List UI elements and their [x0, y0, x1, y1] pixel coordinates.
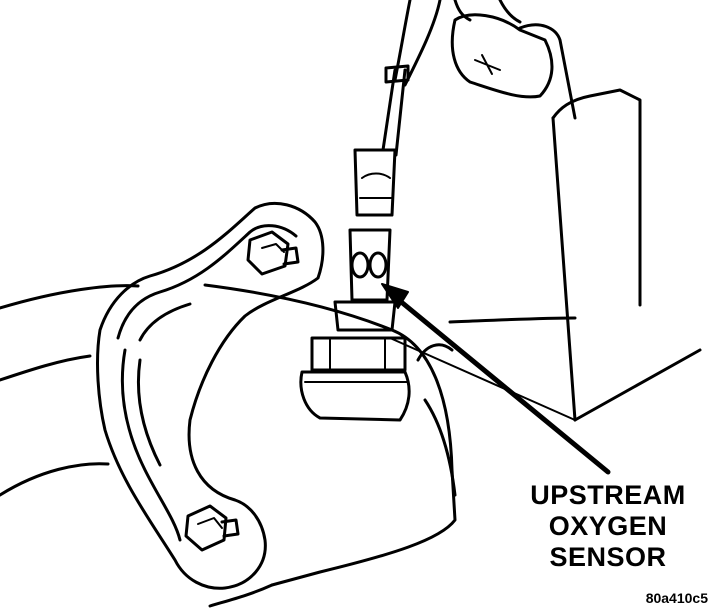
figure-id: 80a410c5	[645, 590, 708, 606]
sensor-wire	[381, 68, 407, 157]
arrow-icon	[381, 283, 409, 309]
manifold-flange-inner	[116, 224, 298, 542]
sensor-shell	[348, 228, 392, 302]
sensor-hex-nut	[310, 336, 407, 372]
heat-shield-lower	[448, 316, 577, 324]
bracket-tab	[416, 343, 454, 362]
connector-latch	[518, 23, 577, 120]
manifold-flange	[96, 201, 325, 590]
manifold-outer-line	[0, 354, 92, 382]
sensor-collar	[333, 300, 397, 332]
heat-shield-edge	[551, 116, 577, 422]
exhaust-pipe-bottom	[208, 583, 274, 608]
callout-line-3: SENSOR	[549, 542, 667, 572]
bolt-icon	[246, 230, 300, 276]
exhaust-pipe-body	[203, 283, 457, 587]
harness-wire-top-4	[453, 0, 472, 22]
sensor-shell-window-2	[368, 251, 388, 279]
upstream-oxygen-sensor-label: UPSTREAM OXYGEN SENSOR	[508, 480, 708, 573]
exhaust-body-curve	[423, 398, 457, 497]
heat-shield-lip	[389, 337, 576, 421]
harness-wire-top-2	[403, 0, 442, 87]
sensor-hex-nut-face	[329, 337, 386, 371]
callout-line-1: UPSTREAM	[530, 480, 686, 510]
sensor-boot	[353, 148, 397, 217]
connector-detail	[474, 54, 501, 75]
sensor-shell-window	[350, 251, 370, 279]
harness-wire-top-3	[498, 0, 522, 24]
sensor-wire-clip	[384, 64, 410, 84]
callout-arrow	[391, 293, 611, 475]
callout-line-2: OXYGEN	[548, 511, 668, 541]
sensor-boot-rib	[359, 172, 393, 199]
connector-body	[450, 13, 554, 99]
sensor-boss	[299, 370, 411, 422]
exhaust-pipe-lower-outline	[0, 462, 110, 497]
exhaust-pipe-outline	[0, 284, 140, 310]
heat-shield-plate	[573, 348, 702, 422]
harness-wire-top	[393, 0, 412, 82]
bolt-icon	[184, 504, 240, 552]
manifold-flange-mid	[136, 302, 192, 467]
heat-shield	[551, 88, 642, 307]
